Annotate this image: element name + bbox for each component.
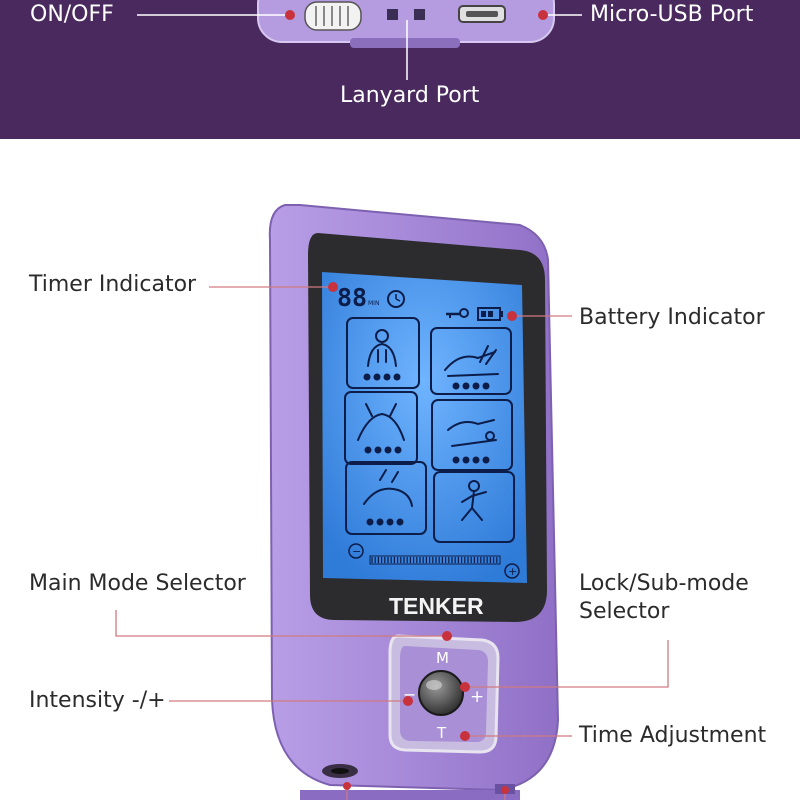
svg-text:−: − <box>352 545 361 558</box>
hand-massage-icon <box>444 345 499 377</box>
on-off-label: ON/OFF <box>30 2 114 27</box>
intensity-plus-key[interactable]: + <box>470 687 484 707</box>
intensity-label: Intensity -/+ <box>29 688 166 713</box>
lock-submode-button[interactable] <box>418 670 464 716</box>
mode-panel-foot <box>431 399 513 471</box>
mode-panel-arm <box>345 461 427 535</box>
on-off-marker <box>285 10 295 20</box>
mode-panel-wrist <box>344 391 418 465</box>
mode-panel-exercise <box>433 471 515 543</box>
lock-marker <box>460 682 470 692</box>
jack-left-marker <box>343 782 351 790</box>
mode-panel-back <box>346 317 420 389</box>
lanyard-hole-left <box>387 9 398 20</box>
time-key-t[interactable]: T <box>436 724 447 742</box>
lanyard-port-label: Lanyard Port <box>340 83 480 108</box>
time-adjustment-label: Time Adjustment <box>579 723 767 748</box>
back-massage-icon <box>367 329 397 367</box>
arm-massage-icon <box>363 469 413 507</box>
lock-submode-label-line1: Lock/Sub-mode <box>579 571 749 596</box>
time-marker <box>460 731 470 741</box>
timer-marker <box>328 282 338 292</box>
svg-text:+: + <box>508 565 517 578</box>
device-top-view <box>257 0 555 48</box>
tens-device: 88 MIN <box>268 204 560 800</box>
timer-display: 88 <box>337 283 367 312</box>
main-mode-selector-label: Main Mode Selector <box>29 571 246 596</box>
intensity-bar: − + <box>348 543 520 579</box>
timer-unit: MIN <box>368 300 379 307</box>
brand-logo: TENKER <box>389 593 484 619</box>
lock-submode-label-line2: Selector <box>579 599 670 624</box>
battery-icon <box>477 307 503 321</box>
intensity-marker <box>403 696 413 706</box>
lanyard-hole-right <box>414 9 425 20</box>
mode-key-m[interactable]: M <box>436 649 449 667</box>
level-dots <box>363 373 490 526</box>
clock-icon <box>387 290 405 308</box>
wrist-massage-icon <box>357 403 405 441</box>
micro-usb-label: Micro-USB Port <box>590 2 754 27</box>
battery-marker <box>507 311 517 321</box>
exercise-figure-icon <box>461 480 487 521</box>
key-icon <box>446 308 469 318</box>
timer-indicator-label: Timer Indicator <box>29 272 197 297</box>
jack-right-marker <box>501 786 509 794</box>
usb-marker <box>538 10 548 20</box>
mode-panel-hand <box>430 327 512 395</box>
foot-massage-icon <box>447 419 497 447</box>
main-mode-marker <box>442 631 452 641</box>
battery-indicator-label: Battery Indicator <box>579 305 765 330</box>
